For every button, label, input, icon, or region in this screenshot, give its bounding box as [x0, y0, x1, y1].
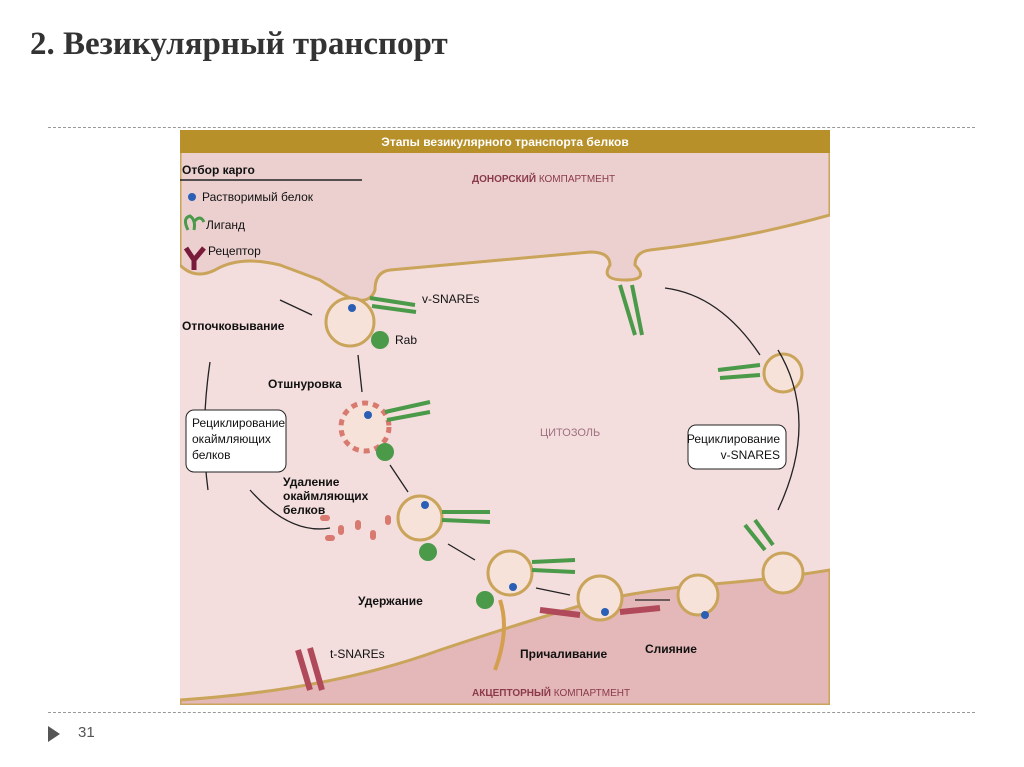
vesicle-budding — [324, 296, 417, 349]
fusion-label: Слияние — [645, 642, 697, 656]
slide-title: 2. Везикулярный транспорт — [30, 26, 448, 62]
vesicle-fusion — [676, 573, 720, 619]
page-number: 31 — [78, 724, 95, 741]
slide-bullet-icon — [48, 726, 60, 742]
t-snares-label: t-SNAREs — [330, 647, 385, 661]
vesicle-tethered — [476, 549, 576, 671]
vesicle-docking — [539, 574, 661, 622]
diagram-header-band — [180, 130, 830, 153]
tethering-label: Удержание — [358, 594, 423, 608]
acceptor-label: АКЦЕПТОРНЫЙ КОМПАРТМЕНТ — [472, 686, 630, 699]
top-divider — [48, 127, 975, 128]
soluble-protein-icon — [188, 193, 196, 201]
vesicle-uncoated — [396, 494, 491, 561]
bottom-divider — [48, 712, 975, 713]
rab-label: Rab — [395, 333, 417, 347]
diagram-header: Этапы везикулярного транспорта белков — [381, 135, 628, 149]
donor-label: ДОНОРСКИЙ КОМПАРТМЕНТ — [472, 172, 615, 185]
receptor-icon — [183, 246, 206, 270]
legend-item: Рецептор — [208, 244, 261, 258]
legend-item: Растворимый белок — [202, 190, 314, 204]
vesicular-transport-diagram: Этапы везикулярного транспорта белков ДО… — [178, 128, 832, 707]
t-snare-icon — [295, 647, 325, 691]
donor-compartment — [178, 128, 832, 302]
vesicle-recycling — [618, 284, 805, 595]
ligand-icon — [183, 214, 206, 231]
v-snares-label: v-SNAREs — [422, 292, 479, 306]
coat-fragments — [320, 515, 391, 541]
legend-title: Отбор карго — [182, 163, 255, 177]
cytosol-label: ЦИТОЗОЛЬ — [540, 427, 600, 439]
docking-label: Причаливание — [520, 647, 607, 661]
legend-item: Лиганд — [206, 218, 245, 232]
vesicle-pinching — [338, 400, 431, 461]
pinching-label: Отшнуровка — [268, 377, 342, 391]
budding-label: Отпочковывание — [182, 319, 285, 333]
